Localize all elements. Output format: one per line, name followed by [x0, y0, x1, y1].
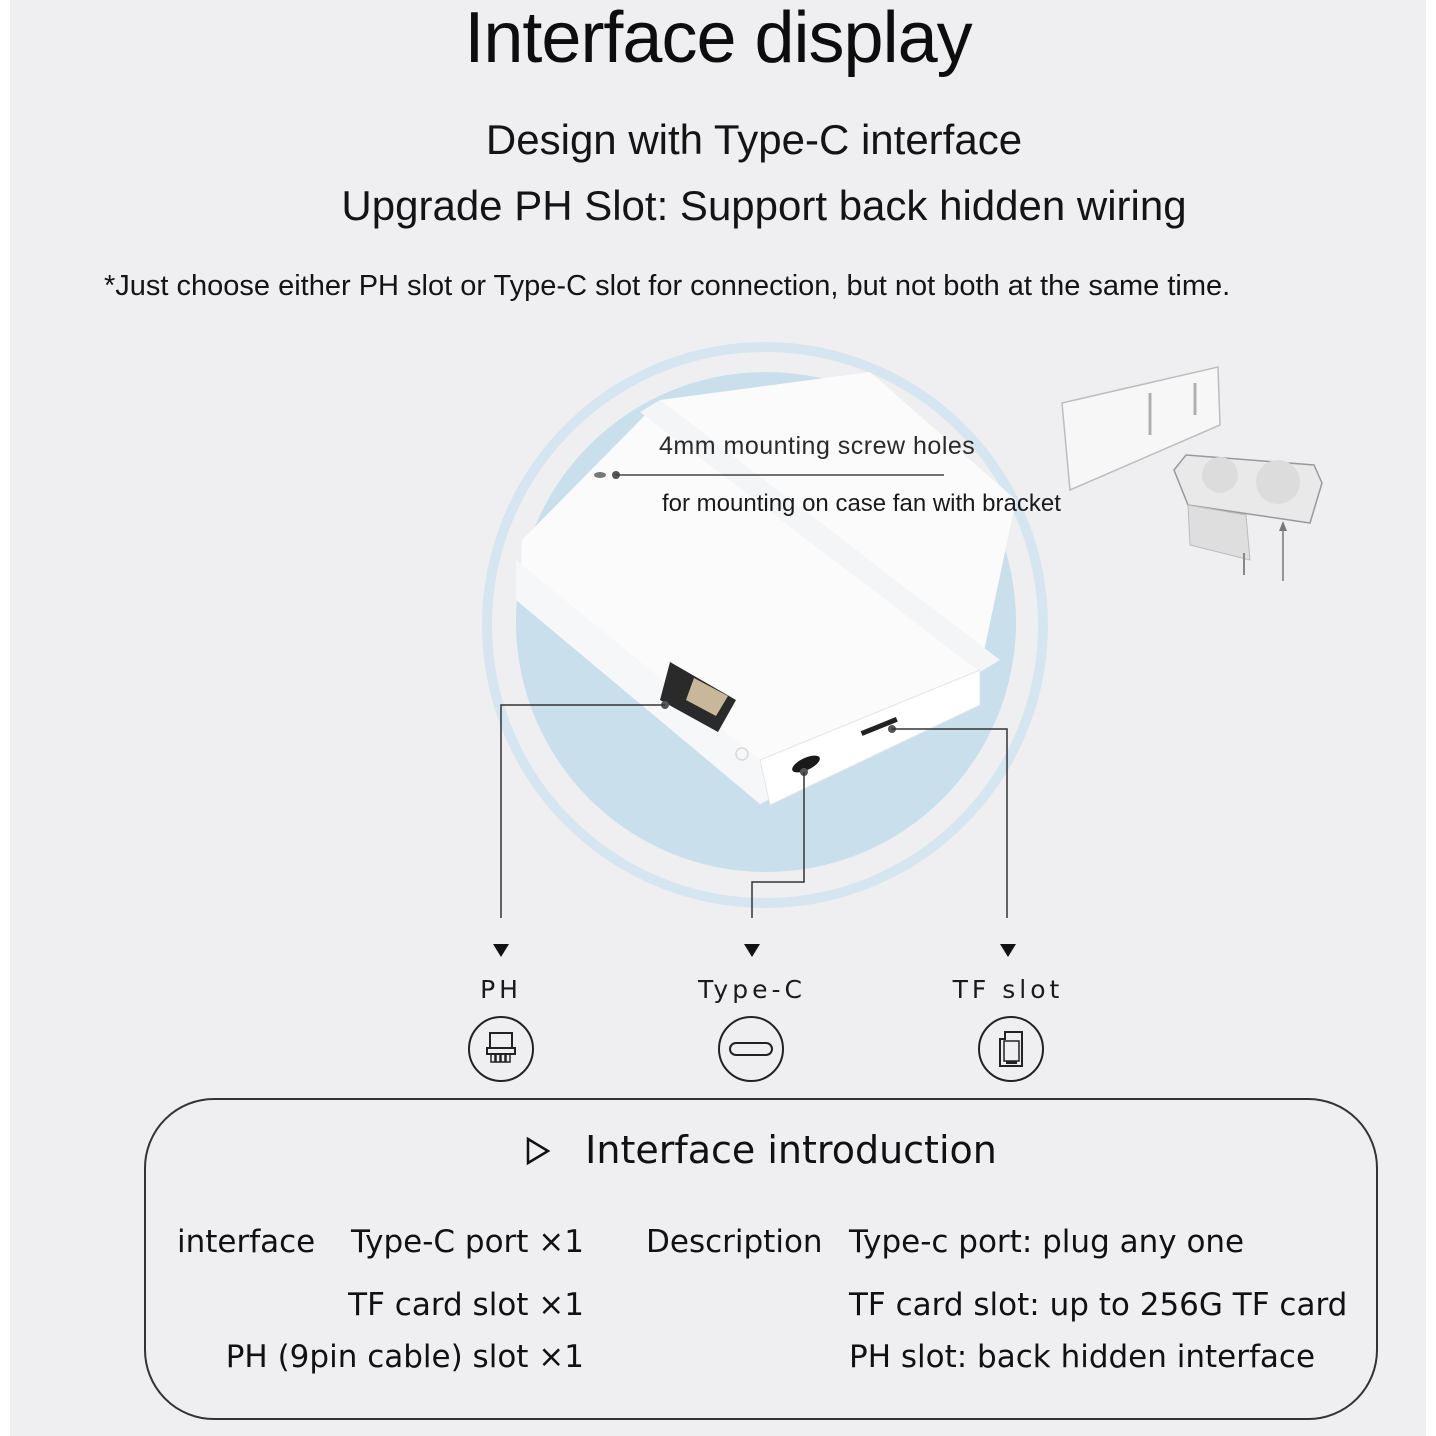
- description-item: Type-c port: plug any one: [849, 1224, 1245, 1260]
- subtitle-type-c: Design with Type-C interface: [485, 116, 1023, 163]
- subtitle-ph-slot: Upgrade PH Slot: Support back hidden wir…: [341, 182, 1187, 229]
- interface-introduction-heading: Interface introduction: [144, 1128, 1378, 1175]
- sd-card-icon: [978, 1016, 1044, 1082]
- bracket-mounting-illustration: [1061, 366, 1323, 581]
- usb-type-c-icon: [718, 1016, 784, 1082]
- port-label-ph: PH: [480, 975, 522, 1004]
- play-triangle-icon: [525, 1131, 551, 1175]
- interface-item: PH (9pin cable) slot ×1: [225, 1339, 584, 1375]
- interface-item: TF card slot ×1: [348, 1287, 584, 1323]
- screw-holes-label: 4mm mounting screw holes: [659, 432, 976, 460]
- interface-introduction-panel: [144, 1098, 1378, 1420]
- port-label-tf-slot: TF slot: [952, 975, 1064, 1004]
- tf-slot-pointer-arrow: [1000, 944, 1016, 957]
- ph-connector-icon: [468, 1016, 534, 1082]
- decorative-ring: [482, 342, 1048, 908]
- type-c-pointer-arrow: [744, 944, 760, 957]
- device-illustration: [500, 372, 1016, 918]
- interface-item: Type-C port ×1: [351, 1224, 584, 1260]
- interface-column-heading: interface: [177, 1224, 316, 1260]
- description-column-heading: Description: [646, 1224, 823, 1260]
- ph-pointer-arrow: [493, 944, 509, 957]
- screw-holes-sublabel: for mounting on case fan with bracket: [662, 490, 1061, 517]
- description-item: TF card slot: up to 256G TF card: [849, 1287, 1348, 1323]
- connection-note: *Just choose either PH slot or Type-C sl…: [104, 270, 1231, 302]
- description-item: PH slot: back hidden interface: [849, 1339, 1316, 1375]
- port-label-type-c: Type-C: [698, 975, 806, 1004]
- page-title: Interface display: [464, 0, 972, 78]
- intro-title-text: Interface introduction: [585, 1128, 997, 1172]
